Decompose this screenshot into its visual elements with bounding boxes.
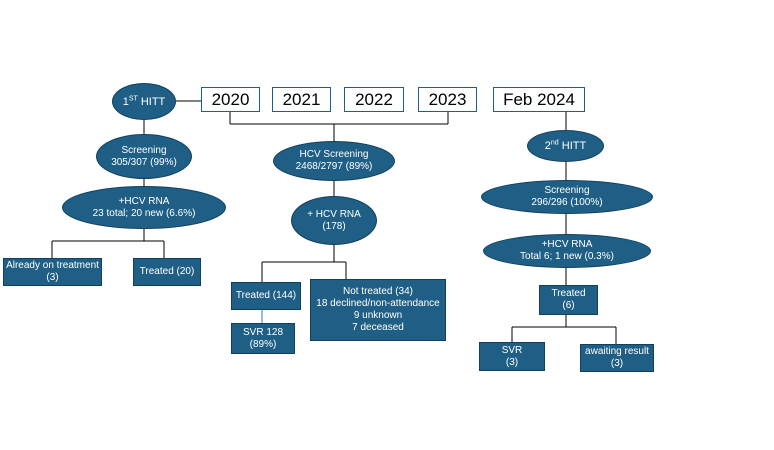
year-box-feb-2024: Feb 2024: [493, 87, 585, 112]
middle-not-treated-box: Not treated (34)18 declined/non-attendan…: [310, 279, 446, 341]
right-svr-box: SVR(3): [479, 342, 545, 371]
right-treated-box: Treated(6): [539, 285, 598, 315]
right-awaiting-result-box: awaiting result(3): [580, 344, 654, 372]
first-hitt-label: 1ST HITT: [122, 94, 166, 108]
middle-svr-box: SVR 128(89%): [231, 323, 295, 354]
year-box-2020: 2020: [201, 87, 260, 112]
year-box-2022: 2022: [344, 87, 404, 112]
left-already-on-treatment-box: Already on treatment(3): [3, 258, 102, 286]
year-box-2023: 2023: [418, 87, 477, 112]
middle-treated-box: Treated (144): [231, 282, 301, 310]
first-hitt-node: 1ST HITT: [112, 83, 176, 120]
second-hitt-label: 2nd HITT: [544, 139, 587, 152]
second-hitt-node: 2nd HITT: [527, 130, 604, 162]
left-treated-box: Treated (20): [133, 258, 201, 286]
middle-rna-node: + HCV RNA(178): [291, 196, 377, 245]
year-box-2021: 2021: [272, 87, 331, 112]
